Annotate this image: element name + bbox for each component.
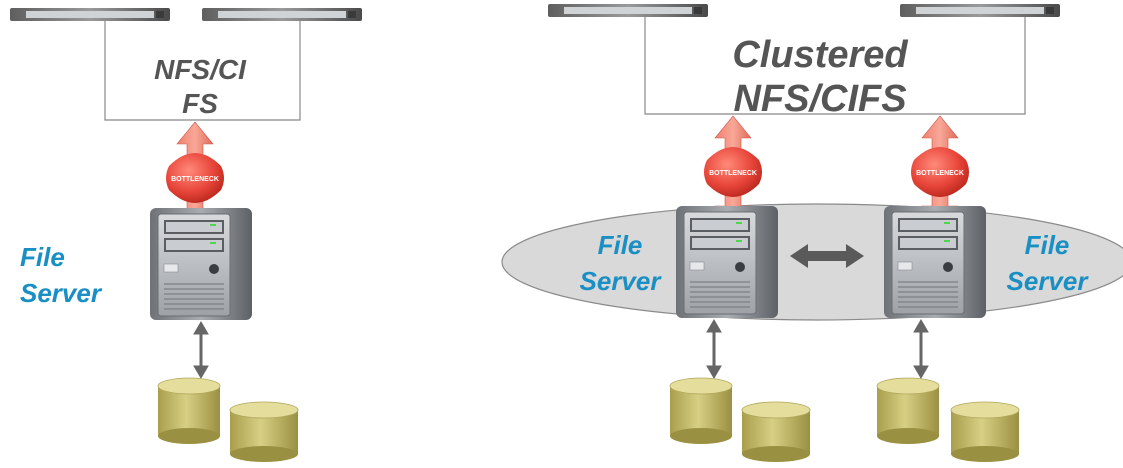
file-server-label: File Server	[560, 232, 680, 294]
storage-disk-icon	[950, 401, 1020, 462]
file-server-label: File Server	[20, 244, 140, 306]
clustered-protocol-label: Clustered NFS/CIFS	[680, 36, 960, 118]
clustered-protocol-line2: NFS/CIFS	[733, 78, 907, 120]
bottleneck-label: BOTTLENECK	[916, 170, 964, 177]
storage-disk-icon	[229, 401, 299, 462]
cluster-sync-arrow	[790, 244, 864, 268]
rack-server-icon	[202, 8, 362, 21]
protocol-box	[644, 17, 1026, 115]
file-server-label-line1: File	[20, 242, 65, 272]
protocol-box	[104, 21, 301, 121]
file-server-label-line2: Server	[579, 266, 661, 296]
file-server-label-line2: Server	[20, 278, 101, 308]
storage-disk-icon	[741, 401, 811, 462]
storage-link-arrow	[913, 319, 929, 379]
file-server-label-line2: Server	[1006, 266, 1088, 296]
file-server-icon	[884, 206, 986, 318]
protocol-label-line2: FS	[182, 88, 218, 119]
rack-server-icon	[900, 4, 1060, 17]
protocol-label: NFS/CI FS	[120, 56, 280, 118]
file-server-icon	[150, 208, 252, 320]
file-server-label: File Server	[992, 232, 1102, 294]
storage-link-arrow	[193, 321, 209, 379]
file-server-label-line1: File	[597, 230, 643, 260]
protocol-label-line1: NFS/CI	[154, 54, 246, 85]
storage-disk-icon	[157, 377, 221, 444]
rack-server-icon	[548, 4, 708, 17]
file-server-icon	[676, 206, 778, 318]
rack-server-icon	[10, 8, 170, 21]
bottleneck-label: BOTTLENECK	[709, 170, 757, 177]
clustered-protocol-line1: Clustered	[732, 34, 908, 76]
storage-link-arrow	[706, 319, 722, 379]
file-server-label-line1: File	[1024, 230, 1070, 260]
bottleneck-label: BOTTLENECK	[171, 176, 219, 183]
storage-disk-icon	[876, 377, 940, 444]
storage-disk-icon	[669, 377, 733, 444]
